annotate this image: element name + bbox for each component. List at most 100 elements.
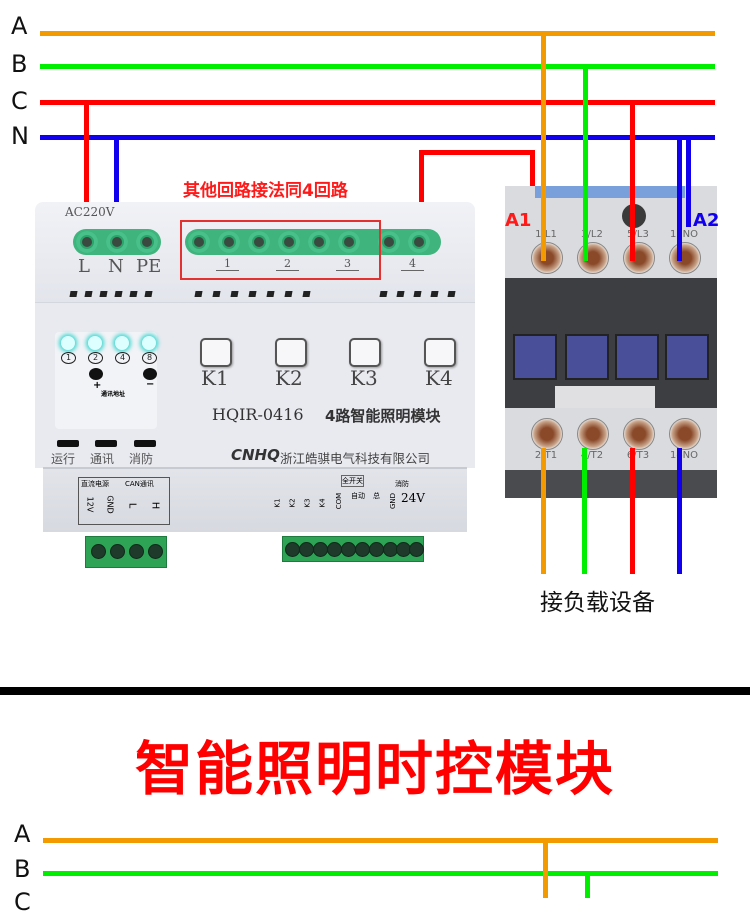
k4-button[interactable]	[424, 338, 456, 367]
module-front-panel: 1 2 4 8 + − 通讯地址 K1 K2 K3 K4 HQIR-0416 4…	[35, 302, 475, 468]
phase-label-a: A	[11, 12, 28, 40]
contactor-body	[505, 278, 717, 408]
can-screw-2[interactable]	[110, 544, 125, 559]
contactor-terminal-l2[interactable]	[577, 242, 609, 274]
input-screw-5[interactable]	[341, 542, 356, 557]
bottom-phase-a-wire	[43, 838, 718, 843]
contact-window-2	[565, 334, 609, 380]
input-screw-4[interactable]	[327, 542, 342, 557]
input-screw-3[interactable]	[313, 542, 328, 557]
contact-window-1	[513, 334, 557, 380]
contactor-slide	[555, 386, 655, 408]
label-2t1: 2/T1	[526, 450, 566, 461]
fire-led	[134, 440, 156, 447]
company-name: 浙江皓骐电气科技有限公司	[280, 451, 431, 466]
ac-contactor: 1/L1 3/L2 5/L3 13NO 2/T1 4/T2 6/T3 14NO	[505, 186, 717, 498]
relay-3-terminal-b[interactable]	[338, 231, 360, 253]
comm-led	[95, 440, 117, 447]
can-screw-1[interactable]	[91, 544, 106, 559]
relay-4-terminal-a[interactable]	[378, 231, 400, 253]
input-24v-label: 24V	[401, 491, 425, 505]
phase-a-wire	[40, 31, 715, 36]
can-comm-label: CAN通讯	[125, 480, 154, 488]
relay-2-terminal-b[interactable]	[278, 231, 300, 253]
section-divider	[0, 687, 750, 695]
input-gnd-label: GND	[389, 492, 398, 510]
terminal-pe[interactable]	[136, 231, 158, 253]
k2-button[interactable]	[275, 338, 307, 367]
section-title: 智能照明时控模块	[134, 735, 615, 803]
label-6t3: 6/T3	[626, 450, 650, 461]
relay-4-terminal-b[interactable]	[408, 231, 430, 253]
comm-label: 通讯	[90, 452, 115, 466]
can-screw-3[interactable]	[129, 544, 144, 559]
contactor-terminal-t3[interactable]	[623, 418, 655, 450]
bottom-phase-label-c: C	[14, 888, 31, 916]
bottom-term-gnd: GND	[105, 495, 115, 514]
all-switch-label: 全开关	[341, 475, 364, 487]
contactor-terminal-t1[interactable]	[531, 418, 563, 450]
load-wire-t1	[541, 448, 546, 574]
brand-logo: CNHQ	[231, 446, 280, 464]
k3-button[interactable]	[349, 338, 381, 367]
relay-1-terminal-b[interactable]	[218, 231, 240, 253]
ch4-output-wire-h	[419, 150, 534, 155]
terminal-label-pe: PE	[136, 256, 162, 277]
input-screw-10[interactable]	[409, 542, 424, 557]
supply-label: AC220V	[65, 205, 115, 219]
terminal-label-l: L	[78, 256, 90, 277]
relay-1-terminal-a[interactable]	[188, 231, 210, 253]
relay-2-terminal-a[interactable]	[248, 231, 270, 253]
contactor-terminal-t2[interactable]	[577, 418, 609, 450]
phase-a-feed	[541, 31, 546, 261]
k1-button[interactable]	[200, 338, 232, 367]
input-screw-6[interactable]	[355, 542, 370, 557]
bottom-left-label-box: 直流电源 CAN通讯 12V GND L H	[78, 477, 170, 525]
input-k3-label: K3	[303, 498, 312, 508]
led-num-4: 4	[115, 352, 130, 364]
terminal-l[interactable]	[76, 231, 98, 253]
label-14no: 14NO	[669, 450, 699, 461]
address-panel: 1 2 4 8 + − 通讯地址	[55, 332, 157, 429]
load-wire-t2	[582, 448, 587, 574]
contactor-terminal-l1[interactable]	[531, 242, 563, 274]
led-num-1: 1	[61, 352, 76, 364]
input-screw-7[interactable]	[369, 542, 384, 557]
contactor-terminal-13no[interactable]	[669, 242, 701, 274]
input-screw-2[interactable]	[299, 542, 314, 557]
bottom-term-h: H	[149, 501, 161, 510]
can-screw-4[interactable]	[148, 544, 163, 559]
led-num-2: 2	[88, 352, 103, 364]
relay-3-terminal-a[interactable]	[308, 231, 330, 253]
input-terminal-block	[282, 536, 424, 562]
plus-label: +	[93, 380, 102, 391]
run-label: 运行	[51, 452, 76, 466]
bottom-phase-label-b: B	[14, 855, 31, 883]
neutral-feed-a2	[686, 135, 691, 227]
input-k4-label: K4	[318, 498, 327, 508]
model-number: HQIR-0416	[212, 405, 304, 424]
relay-group-4-label: 4	[401, 257, 424, 271]
ch4-output-wire-v1	[419, 150, 424, 242]
input-screw-1[interactable]	[285, 542, 300, 557]
k3-label: K3	[350, 366, 378, 390]
contactor-terminal-l3[interactable]	[623, 242, 655, 274]
load-wire-14no	[677, 448, 682, 574]
contactor-terminal-14no[interactable]	[669, 418, 701, 450]
k4-label: K4	[425, 366, 453, 390]
auto-label: 自动	[351, 492, 365, 500]
phase-label-c: C	[11, 87, 28, 115]
lighting-module: AC220V L N PE 1 2 3 4 1 2	[35, 202, 475, 568]
address-led-1	[61, 336, 75, 350]
terminal-n[interactable]	[106, 231, 128, 253]
address-plus-button[interactable]	[89, 368, 103, 380]
minus-label: −	[146, 379, 155, 390]
module-bottom-panel: 直流电源 CAN通讯 12V GND L H 全开关 消防 K1 K2 K3 K…	[43, 467, 467, 532]
address-led-8	[142, 336, 156, 350]
relay-group-2-label: 2	[276, 257, 299, 271]
phase-label-b: B	[11, 50, 28, 78]
neutral-feed-13no	[677, 135, 682, 261]
address-minus-button[interactable]	[143, 368, 157, 380]
input-k2-label: K2	[288, 498, 297, 508]
module-n-drop-wire	[114, 135, 119, 242]
